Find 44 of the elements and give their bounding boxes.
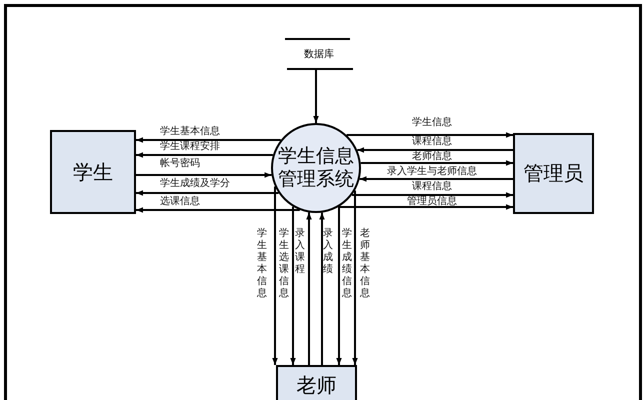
arrow	[136, 190, 279, 196]
edge-label: 录入课程	[295, 228, 305, 276]
arrow	[313, 70, 319, 123]
edge-label: 学生基本信息	[257, 228, 267, 300]
arrow	[360, 160, 513, 166]
edge-label: 学生选课信息	[279, 228, 289, 300]
edge-label: 课程信息	[412, 136, 452, 147]
edge-label: 老师基本信息	[360, 228, 370, 300]
arrow	[352, 190, 358, 365]
arrow	[136, 152, 273, 158]
entity-label: 学生	[73, 158, 113, 186]
arrow	[319, 212, 325, 365]
edge-label: 老师信息	[412, 151, 452, 162]
edge-label: 选课信息	[160, 196, 200, 207]
arrow	[272, 186, 278, 365]
entity-box	[50, 130, 136, 214]
arrow	[357, 147, 513, 153]
entity-box	[276, 365, 357, 400]
store-label: 数据库	[304, 48, 334, 61]
edge-label: 管理员信息	[407, 196, 457, 207]
process-label: 学生信息管理系统	[277, 145, 355, 191]
edge-label: 学生课程安排	[160, 141, 220, 152]
edge-label: 录入学生与老师信息	[387, 166, 477, 177]
arrow	[360, 176, 513, 182]
arrow	[136, 207, 300, 213]
arrow	[336, 206, 342, 365]
edge-label: 学生信息	[412, 117, 452, 128]
arrow	[306, 212, 312, 365]
entity-label: 管理员	[524, 160, 584, 187]
edge-label: 学生基本信息	[160, 126, 220, 137]
arrow	[136, 172, 272, 178]
edge-label: 学生成绩信息	[342, 228, 352, 300]
edge-label: 学生成绩及学分	[160, 178, 230, 189]
arrow	[338, 204, 513, 210]
data-store	[285, 38, 353, 70]
edge-label: 帐号密码	[160, 158, 200, 169]
edge-label: 录入成绩	[323, 228, 333, 276]
edge-label: 课程信息	[412, 181, 452, 192]
entity-box	[513, 133, 594, 214]
arrow	[346, 132, 513, 138]
arrow	[136, 137, 281, 143]
arrow	[352, 192, 513, 198]
arrow	[290, 206, 296, 365]
entity-label: 老师	[296, 372, 336, 399]
